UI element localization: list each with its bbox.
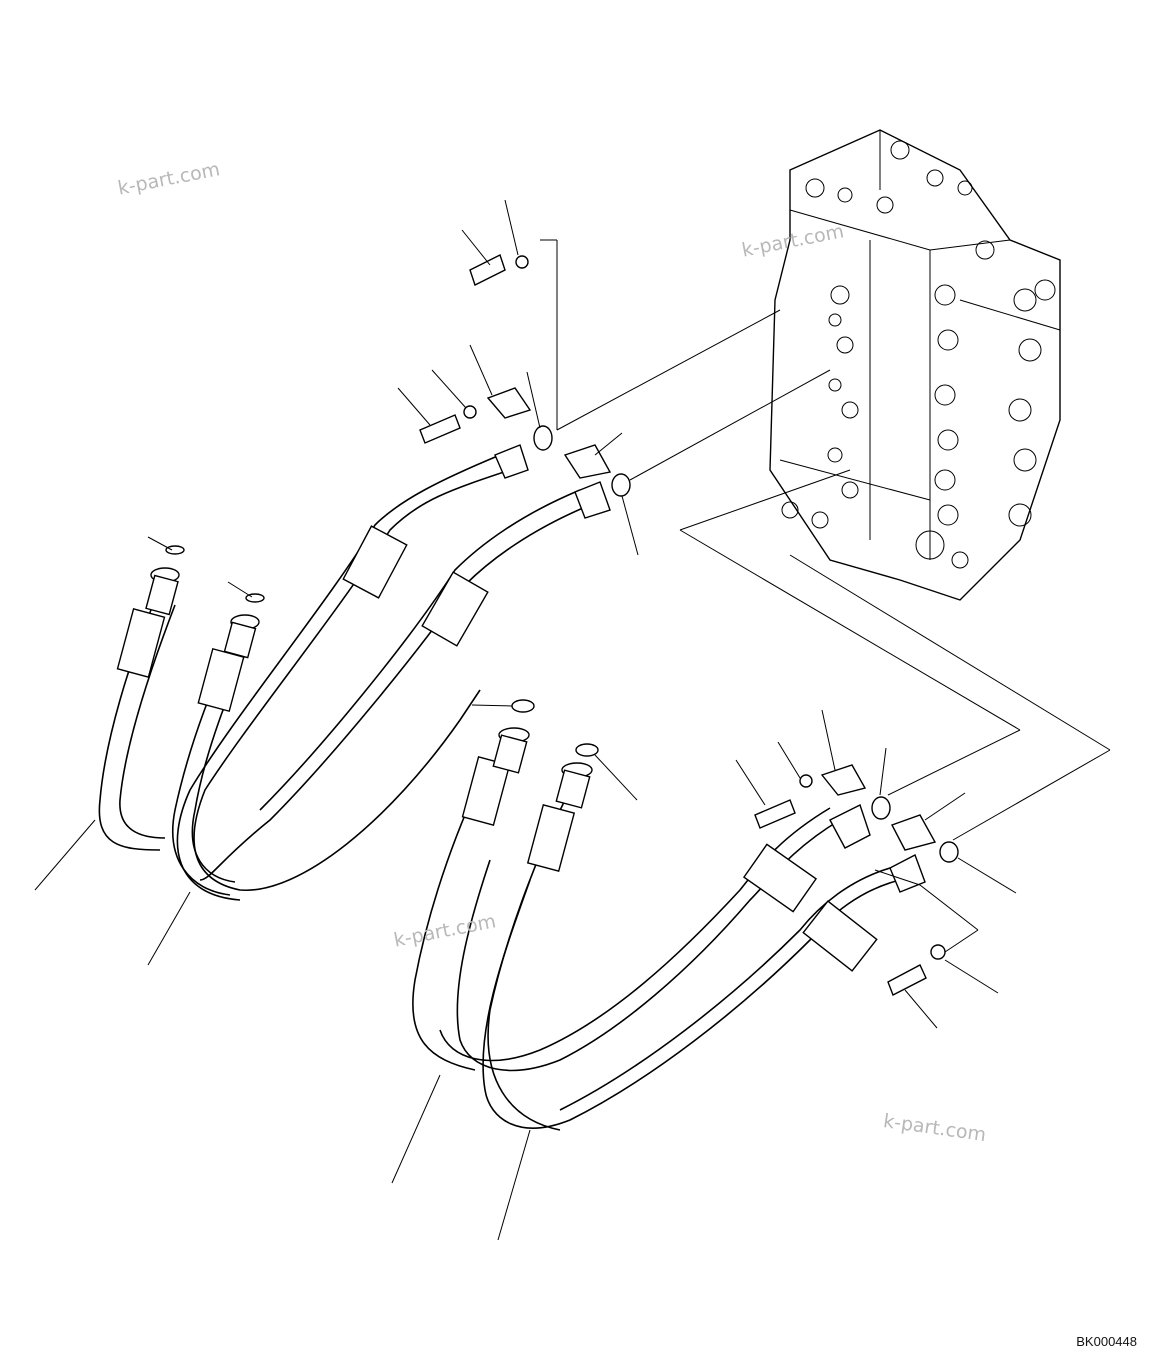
leader-lines (34, 199, 1111, 1241)
hose-upper-1 (193, 469, 511, 891)
drawing-code: BK000448 (1076, 1334, 1137, 1349)
lower-hose-assembly (412, 699, 959, 1131)
hose-upper-2 (199, 504, 591, 881)
control-valve (769, 129, 1061, 601)
upper-hose-assembly (98, 254, 631, 901)
